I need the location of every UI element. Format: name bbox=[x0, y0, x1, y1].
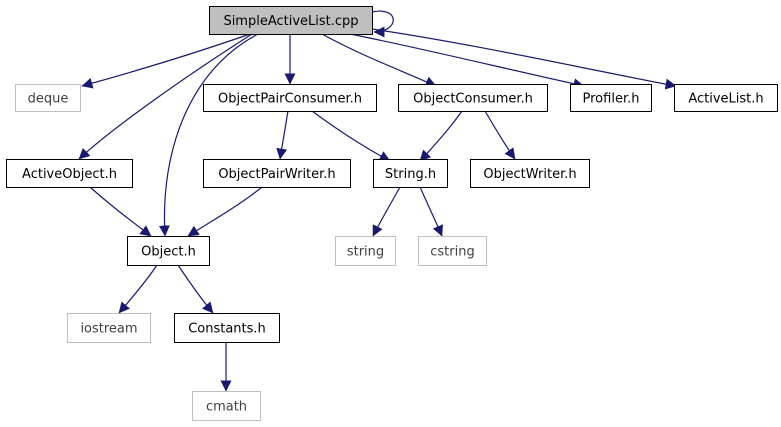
node-label: deque bbox=[28, 92, 69, 107]
edge-object-h-to-constants-h bbox=[177, 264, 214, 314]
edge-objectconsumer-h-to-objectwriter-h bbox=[484, 110, 516, 160]
edge-simpleactivelist-cpp-to-object-h bbox=[158, 33, 259, 237]
edge-simpleactivelist-cpp-to-deque bbox=[81, 33, 251, 89]
node-label: ActiveList.h bbox=[688, 92, 763, 107]
edge-objectpairconsumer-h-to-objectpairwriter-h bbox=[276, 110, 289, 160]
node-activelist-h[interactable]: ActiveList.h bbox=[674, 84, 778, 112]
node-label: ObjectConsumer.h bbox=[413, 92, 533, 107]
node-label: Constants.h bbox=[188, 322, 266, 337]
edge-objectconsumer-h-to-string-h bbox=[419, 110, 463, 162]
node-box bbox=[398, 84, 548, 112]
node-cmath[interactable]: cmath bbox=[192, 391, 261, 421]
edge-simpleactivelist-cpp-to-profiler-h bbox=[349, 33, 585, 90]
node-label: Profiler.h bbox=[583, 92, 640, 107]
node-label: iostream bbox=[80, 322, 137, 337]
node-box bbox=[203, 84, 377, 112]
edge-activeobject-h-to-object-h bbox=[89, 186, 152, 237]
node-box bbox=[174, 313, 280, 343]
node-deque[interactable]: deque bbox=[15, 84, 81, 112]
edge-objectpairwriter-h-to-object-h bbox=[187, 186, 263, 237]
node-simpleactivelist-cpp[interactable]: SimpleActiveList.cpp bbox=[209, 6, 373, 35]
node-label: string bbox=[347, 245, 384, 260]
node-box bbox=[6, 159, 133, 188]
node-label: Object.h bbox=[141, 245, 196, 260]
nodes: SimpleActiveList.cpp deque ObjectPairConsu… bbox=[6, 6, 778, 421]
node-string-h[interactable]: String.h bbox=[373, 159, 448, 188]
node-label: ObjectPairWriter.h bbox=[218, 167, 335, 182]
node-box bbox=[209, 6, 373, 35]
node-cstring[interactable]: cstring bbox=[418, 236, 487, 266]
node-box bbox=[67, 313, 151, 343]
node-label: cstring bbox=[430, 245, 474, 260]
node-activeobject-h[interactable]: ActiveObject.h bbox=[6, 159, 133, 188]
node-objectwriter-h[interactable]: ObjectWriter.h bbox=[470, 159, 590, 188]
node-box bbox=[203, 159, 351, 188]
edge-objectpairconsumer-h-to-string-h bbox=[311, 110, 391, 162]
node-label: cmath bbox=[206, 400, 247, 415]
edges bbox=[78, 10, 677, 392]
node-label: ActiveObject.h bbox=[22, 167, 117, 182]
node-box bbox=[418, 236, 487, 266]
node-box bbox=[335, 236, 396, 266]
edge-simpleactivelist-cpp-to-simpleactivelist-cpp bbox=[371, 10, 394, 38]
edge-simpleactivelist-cpp-to-activelist-h bbox=[371, 28, 677, 90]
edge-simpleactivelist-cpp-to-activeobject-h bbox=[78, 33, 253, 160]
node-box bbox=[674, 84, 778, 112]
edge-object-h-to-iostream bbox=[118, 264, 158, 314]
node-objectpairwriter-h[interactable]: ObjectPairWriter.h bbox=[203, 159, 351, 188]
node-profiler-h[interactable]: Profiler.h bbox=[570, 84, 652, 112]
node-string[interactable]: string bbox=[335, 236, 396, 266]
node-box bbox=[15, 84, 81, 112]
edge-string-h-to-cstring bbox=[419, 186, 443, 237]
node-objectconsumer-h[interactable]: ObjectConsumer.h bbox=[398, 84, 548, 112]
node-constants-h[interactable]: Constants.h bbox=[174, 313, 280, 343]
node-object-h[interactable]: Object.h bbox=[127, 236, 210, 266]
node-label: ObjectPairConsumer.h bbox=[218, 92, 362, 107]
node-objectpairconsumer-h[interactable]: ObjectPairConsumer.h bbox=[203, 84, 377, 112]
node-box bbox=[192, 391, 261, 421]
node-iostream[interactable]: iostream bbox=[67, 313, 151, 343]
edge-simpleactivelist-cpp-to-objectconsumer-h bbox=[321, 33, 437, 87]
node-box bbox=[373, 159, 448, 188]
node-box bbox=[470, 159, 590, 188]
node-label: SimpleActiveList.cpp bbox=[223, 14, 358, 29]
node-label: String.h bbox=[385, 167, 436, 182]
node-box bbox=[127, 236, 210, 266]
node-label: ObjectWriter.h bbox=[483, 167, 576, 182]
node-box bbox=[570, 84, 652, 112]
edge-string-h-to-string bbox=[372, 186, 401, 237]
